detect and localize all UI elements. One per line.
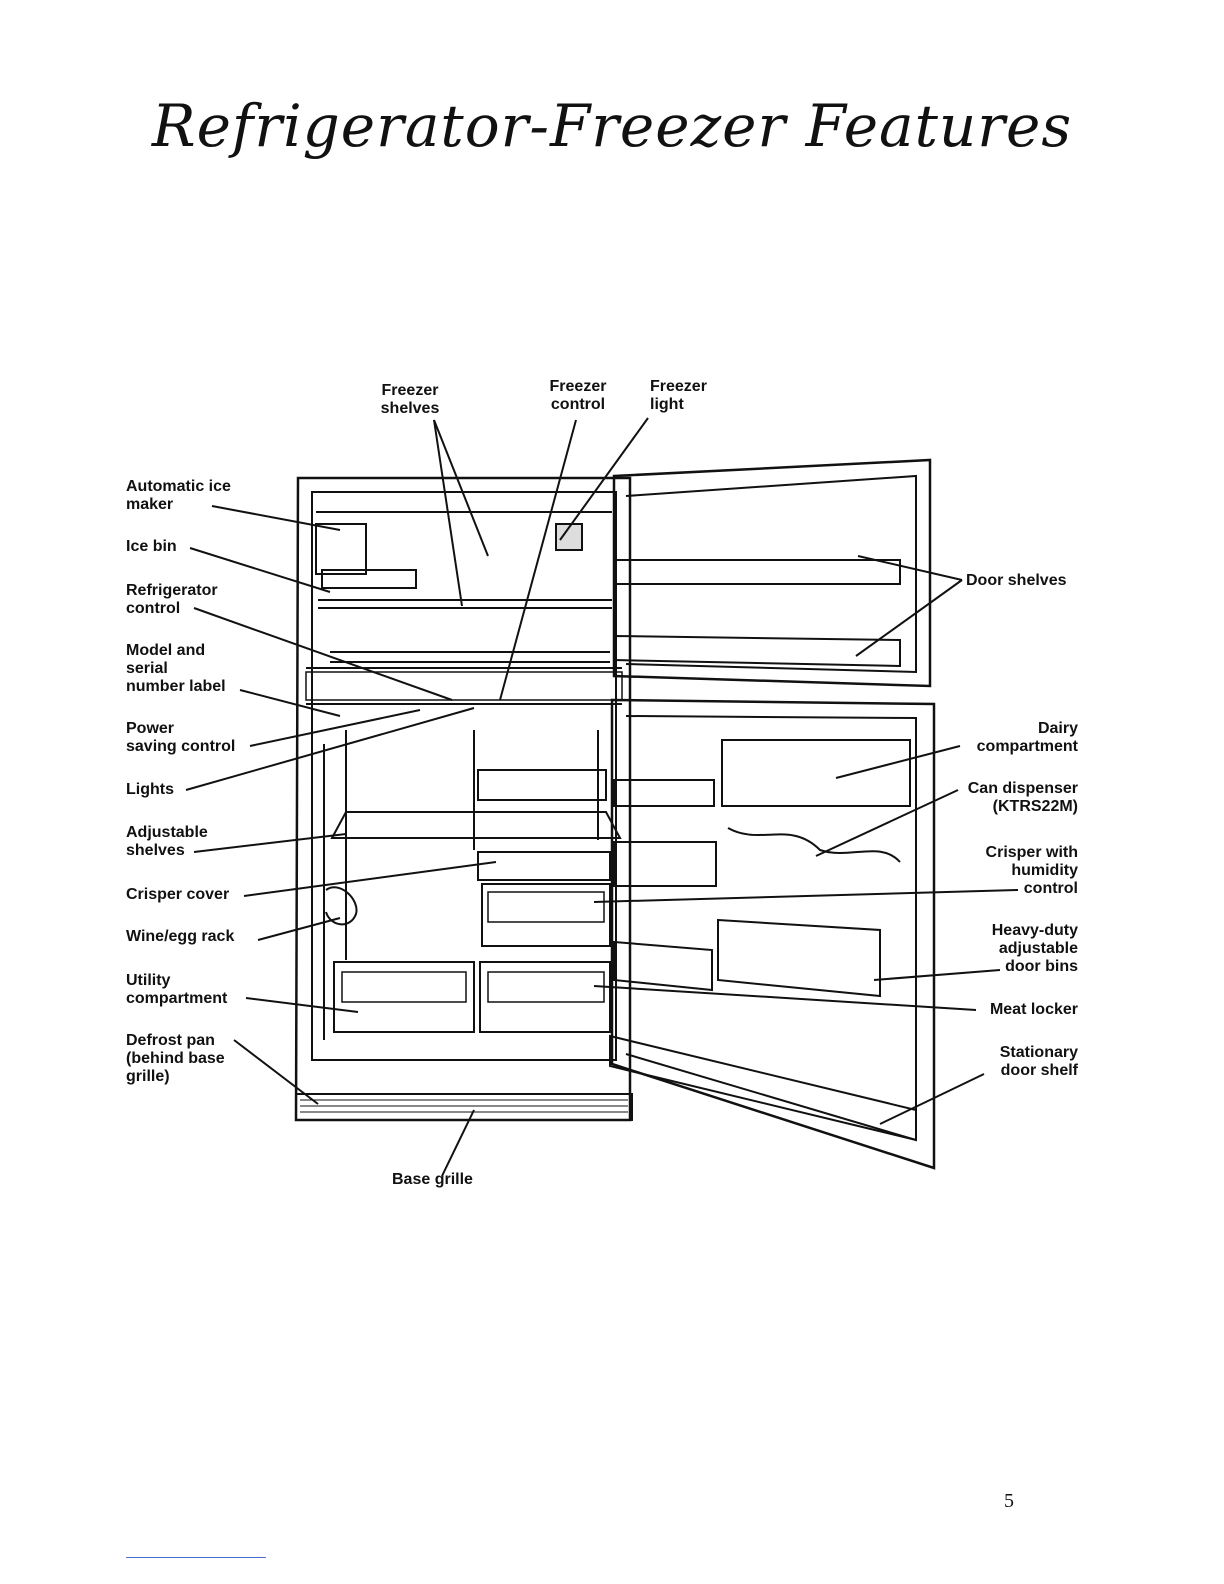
label-refrigerator-control: Refrigerator control	[126, 582, 218, 617]
cabinet-inner	[311, 491, 617, 1061]
door-bin-top	[613, 779, 715, 807]
label-crisper-cover: Crisper cover	[126, 886, 230, 903]
can-dispenser	[727, 827, 901, 863]
crisper-cover	[477, 851, 611, 881]
label-freezer-shelves: Freezer shelves	[380, 382, 440, 417]
ice-bin	[321, 569, 417, 589]
heavy-duty-door-bin	[717, 918, 881, 998]
label-door-shelves: Door shelves	[966, 572, 1067, 589]
divider-panel	[306, 667, 622, 705]
ice-maker	[315, 523, 367, 575]
label-stationary-door-shelf: Stationary door shelf	[999, 1044, 1078, 1079]
label-wine-egg-rack: Wine/egg rack	[126, 928, 235, 945]
dairy-compartment	[721, 739, 911, 807]
label-adjustable-shelves: Adjustable shelves	[126, 824, 208, 859]
label-utility-compartment: Utility compartment	[126, 972, 228, 1007]
label-freezer-control: Freezer control	[549, 378, 607, 413]
freezer-door-shelf-bottom	[613, 634, 901, 668]
label-lights: Lights	[126, 781, 174, 798]
label-power-saving-control: Power saving control	[126, 720, 236, 755]
meat-locker	[479, 961, 611, 1033]
label-freezer-light: Freezer light	[650, 378, 707, 413]
label-crisper-humidity: Crisper with humidity control	[985, 844, 1078, 897]
label-can-dispenser: Can dispenser (KTRS22M)	[967, 780, 1078, 815]
stationary-door-shelf	[609, 1034, 917, 1142]
freezer-light	[555, 523, 583, 551]
wine-egg-rack	[325, 886, 358, 926]
crisper-drawer	[481, 883, 611, 947]
label-defrost-pan: Defrost pan (behind base grille)	[126, 1032, 225, 1085]
page-title: Refrigerator-Freezer Features	[151, 92, 1073, 160]
label-base-grille: Base grille	[392, 1171, 473, 1188]
label-model-serial: Model and serial number label	[126, 642, 226, 695]
label-dairy-compartment: Dairy compartment	[976, 720, 1078, 755]
refrigerator-door	[610, 698, 936, 1170]
label-heavy-duty-bins: Heavy-duty adjustable door bins	[991, 922, 1078, 975]
freezer-wire-shelf	[318, 599, 612, 609]
utility-compartment	[333, 961, 475, 1033]
label-ice-bin: Ice bin	[126, 538, 177, 555]
freezer-door-shelf-top	[613, 559, 901, 585]
label-automatic-ice-maker: Automatic ice maker	[126, 478, 231, 513]
freezer-door	[612, 458, 932, 688]
base-grille-shape	[295, 1093, 633, 1121]
label-meat-locker: Meat locker	[989, 1001, 1078, 1018]
footer-rule	[126, 1557, 266, 1558]
adjustable-shelf	[330, 811, 622, 839]
page-number: 5	[1004, 1490, 1014, 1512]
